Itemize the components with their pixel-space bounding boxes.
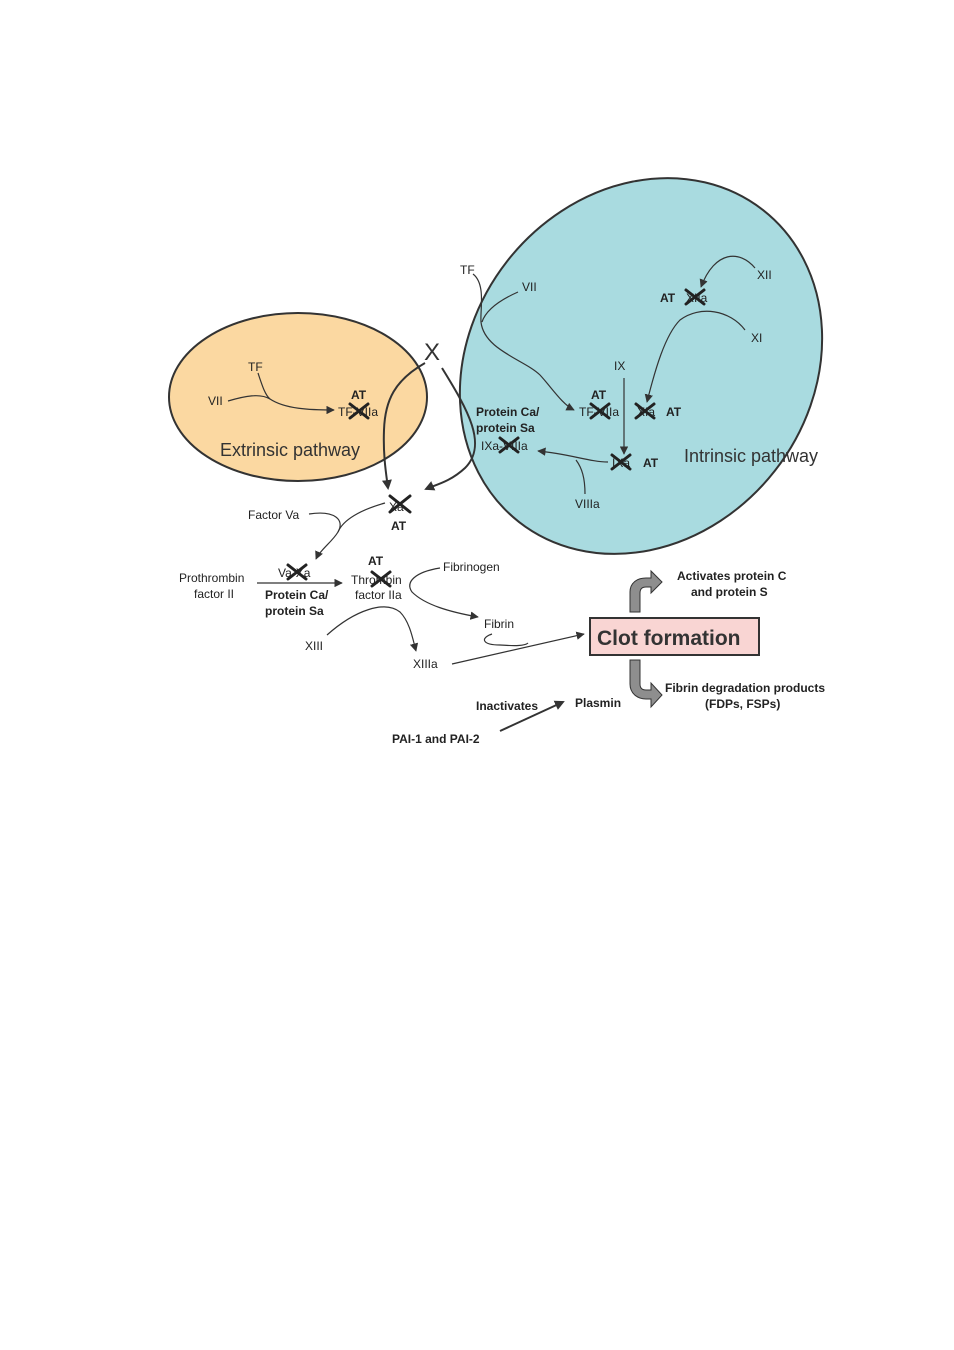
xiii-label: XIII [305, 639, 323, 653]
at-thrombin-label: AT [368, 554, 384, 568]
x-to-xa-arrow [381, 362, 426, 490]
inhibition-cross [634, 402, 656, 420]
fdp-label-1: Fibrin degradation products [665, 681, 825, 695]
fibrin-squiggle [483, 633, 529, 647]
thrombin-label-2: factor IIa [355, 588, 402, 602]
at-xia-label: AT [666, 405, 682, 419]
ixa-to-ixaviiia-arrow [537, 447, 609, 463]
common-protein-ca-label: Protein Ca/ [265, 588, 329, 602]
plasmin-label: Plasmin [575, 696, 621, 710]
down-curved-arrow-icon [629, 659, 663, 709]
intrinsic-protein-sa-label: protein Sa [476, 421, 535, 435]
inhibition-cross [370, 570, 392, 588]
xii-to-xiia-arrow [699, 255, 756, 288]
inhibition-cross [498, 436, 520, 454]
inhibition-cross [610, 453, 632, 471]
intrinsic-vii-label: VII [522, 280, 537, 294]
intrinsic-tf-label: TF [460, 263, 475, 277]
va-xa-merge-arrow [308, 512, 341, 560]
extrinsic-tf-label: TF [248, 360, 263, 374]
xi-label: XI [751, 331, 762, 345]
xiiia-label: XIIIa [413, 657, 438, 671]
inhibition-cross [388, 494, 412, 514]
extrinsic-pathway-label: Extrinsic pathway [220, 440, 360, 460]
inhibition-cross [684, 288, 706, 306]
xiii-to-xiiia-arrow [326, 606, 419, 652]
inhibition-cross [348, 402, 370, 420]
intrinsic-pathway-label: Intrinsic pathway [684, 446, 818, 466]
prothrombin-label-1: Prothrombin [179, 571, 244, 585]
inhibition-cross [589, 402, 611, 420]
xa-merge-line [337, 502, 386, 533]
pai-to-plasmin-arrow [499, 700, 565, 732]
up-curved-arrow-icon [629, 569, 663, 613]
intrinsic-pathway-oval [458, 177, 824, 555]
vii-to-tfviia-arrow [227, 395, 335, 415]
viiia-join-line [575, 459, 586, 495]
at-xiia-label: AT [660, 291, 676, 305]
ix-label: IX [614, 359, 625, 373]
inhibition-cross [286, 563, 308, 581]
factor-va-label: Factor Va [248, 508, 299, 522]
at-xa-label: AT [391, 519, 407, 533]
xiiia-to-clot-arrow [451, 631, 585, 665]
prothrombin-label-2: factor II [194, 587, 234, 601]
factor-x-label: X [424, 339, 440, 366]
fibrinogen-to-fibrin-arrow [409, 567, 479, 620]
at-tfviia-label: AT [591, 388, 607, 402]
viiia-label: VIIIa [575, 497, 600, 511]
clot-formation-label: Clot formation [597, 627, 740, 650]
extrinsic-vii-label: VII [208, 394, 223, 408]
tf-branch-line [257, 372, 271, 400]
inactivates-label: Inactivates [476, 699, 538, 713]
extrinsic-at-label: AT [351, 388, 367, 402]
at-ixa-label: AT [643, 456, 659, 470]
xi-to-xia-arrow [644, 310, 746, 403]
common-protein-sa-label: protein Sa [265, 604, 324, 618]
intrinsic-protein-ca-label: Protein Ca/ [476, 405, 540, 419]
pai-label: PAI-1 and PAI-2 [392, 732, 480, 746]
fdp-label-2: (FDPs, FSPs) [705, 697, 780, 711]
intrinsic-to-xa-arrow [424, 367, 477, 491]
activates-label-1: Activates protein C [677, 569, 787, 583]
tf-vii-to-tfviia-arrow [472, 273, 575, 411]
xii-label: XII [757, 268, 772, 282]
clot-formation-box [589, 617, 760, 656]
vii-join-line [481, 291, 519, 323]
fibrinogen-label: Fibrinogen [443, 560, 500, 574]
activates-label-2: and protein S [691, 585, 768, 599]
fibrin-label: Fibrin [484, 617, 514, 631]
extrinsic-pathway-oval [168, 312, 428, 482]
